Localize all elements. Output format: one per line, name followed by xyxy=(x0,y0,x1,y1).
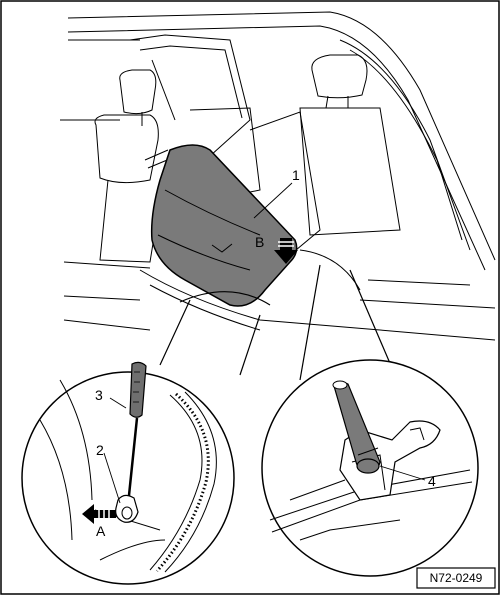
car-interior-outline xyxy=(60,11,496,341)
arrow-b-icon xyxy=(274,238,298,264)
detail-connectors xyxy=(159,264,396,381)
callout-a: A xyxy=(96,523,106,539)
callout-b: B xyxy=(255,234,264,250)
leader-lines xyxy=(103,182,426,504)
reference-code: N72-0249 xyxy=(430,571,483,585)
reference-code-box xyxy=(416,567,496,589)
arrow-a-icon xyxy=(82,504,116,524)
detail-circle-left xyxy=(21,371,235,585)
pin-icon xyxy=(332,380,381,474)
callout-3: 3 xyxy=(95,387,103,403)
callout-1: 1 xyxy=(292,167,300,183)
callout-2: 2 xyxy=(96,442,104,458)
screwdriver-icon xyxy=(126,361,147,506)
release-lever-icon xyxy=(115,494,139,523)
callout-4: 4 xyxy=(428,473,436,489)
backrest-panel xyxy=(150,144,298,307)
